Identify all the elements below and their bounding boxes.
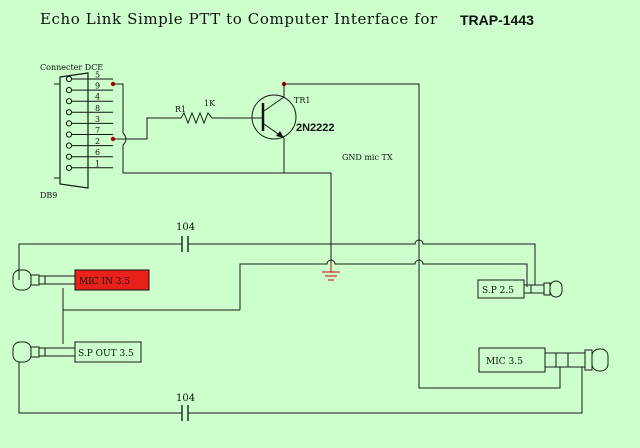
db9-pin-hole [65,87,73,94]
top-cap-wire-right [188,239,536,285]
transistor-part: 2N2222 [296,122,335,134]
db9-pin-hole [65,131,73,138]
net-label: GND mic TX [342,153,393,162]
db9-pin-number: 1 [95,159,100,168]
transistor-tr1 [251,94,297,140]
resistor-r1 [176,111,252,125]
resistor-value: 1K [204,99,216,108]
db9-pin-number: 2 [95,137,100,146]
sp-25-label: S.P 2.5 [482,286,514,296]
db9-pin-number: 6 [95,148,100,157]
bottom-cap-wire-right [188,367,583,414]
db9-pin-hole [65,98,73,105]
db9-pin-hole [65,153,73,160]
db9-pin-hole [65,164,73,171]
db9-pin-number: 7 [95,126,100,135]
collector-wire [283,83,561,389]
sp-out-jack [12,341,142,363]
mic-35-jack [478,347,609,373]
capacitor-bottom-label: 104 [176,393,195,404]
ground-wire [113,83,332,262]
resistor-name: R1 [175,105,186,114]
top-cap-wire-left [18,243,182,280]
transistor-name: TR1 [294,96,310,105]
db9-flange [54,83,61,179]
mid-wire [239,259,528,310]
db9-pin-number: 9 [95,82,100,91]
capacitor-top-label: 104 [176,222,195,233]
bottom-cap-wire-left [18,362,182,414]
db9-pin-hole [65,75,73,83]
db9-pin-number: 4 [95,93,100,102]
mic-35-label: MIC 3.5 [486,357,523,367]
db9-pin-hole [65,109,73,116]
db9-pin-number: 5 [95,71,100,80]
sp-out-label: S.P OUT 3.5 [78,349,134,359]
rts-wire [113,117,176,140]
db9-pin-hole [65,142,73,149]
db9-label-top: Connecter DCE [40,63,103,72]
diagram-model: TRAP-1443 [460,12,534,28]
mic-in-label: MIC IN 3.5 [79,277,130,287]
db9-pin-number: 3 [95,115,100,124]
diagram-title: Echo Link Simple PTT to Computer Interfa… [40,10,438,28]
db9-pin-number: 8 [95,104,100,113]
db9-pin-hole [65,120,73,127]
sp-25-jack [477,279,563,299]
ground-symbol [322,262,340,281]
db9-label-bottom: DB9 [40,191,57,200]
db9-pins: 5 9 4 8 3 7 2 6 1 [65,71,113,171]
mic-in-jack [12,269,150,291]
